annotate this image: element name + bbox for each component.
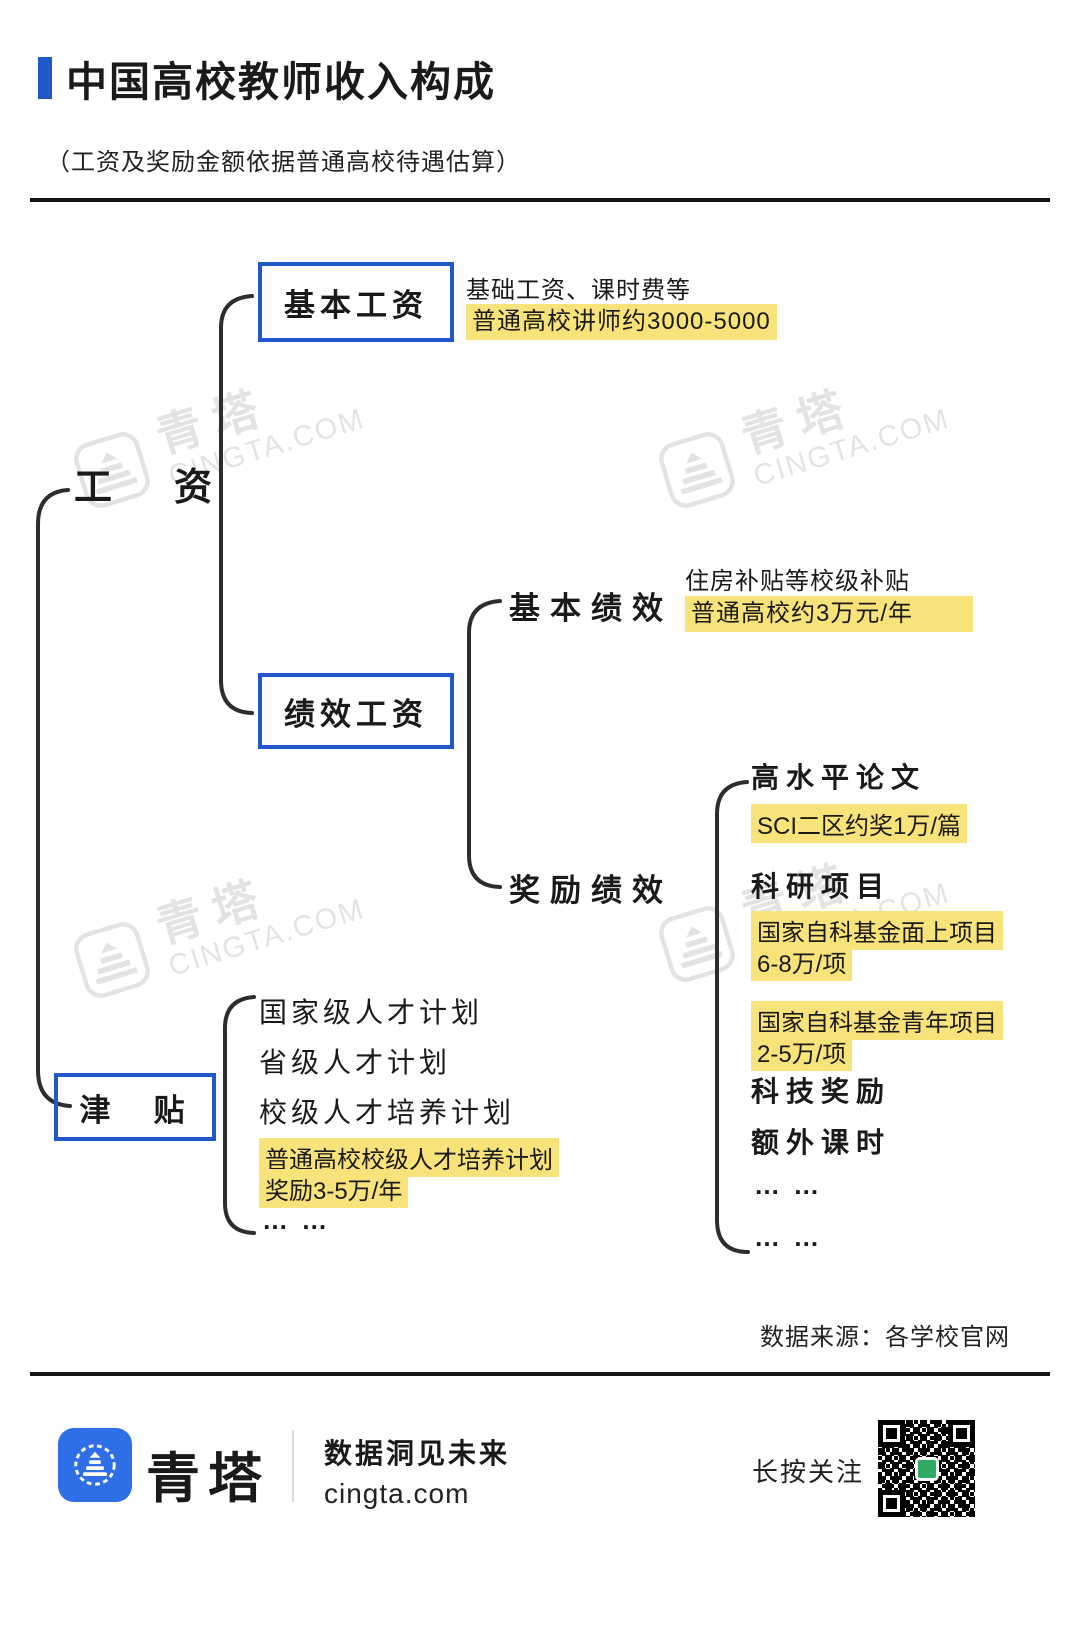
node-reward-performance: 奖励绩效	[509, 873, 673, 908]
basic-salary-highlight: 普通高校讲师约3000-5000	[466, 304, 777, 340]
reward-item: SCI二区约奖1万/篇	[751, 804, 968, 843]
cingta-watermark-logo-icon	[73, 921, 150, 998]
cingta-watermark-logo-icon	[658, 905, 735, 982]
node-basic-salary: 基本工资	[258, 262, 454, 342]
cingta-watermark-logo-icon	[73, 431, 150, 508]
node-performance-salary: 绩效工资	[258, 673, 454, 749]
allowance-item: … …	[262, 1205, 331, 1235]
data-source: 数据来源：各学校官网	[760, 1324, 1010, 1351]
reward-item: 6-8万/项	[751, 942, 853, 981]
qr-center-logo-icon	[914, 1456, 939, 1481]
allowance-item: 省级人才计划	[259, 1047, 452, 1078]
cingta-logo-icon	[74, 1444, 116, 1486]
reward-item: … …	[754, 1170, 823, 1200]
page-title: 中国高校教师收入构成	[66, 59, 496, 105]
page-subtitle: （工资及奖励金额依据普通高校待遇估算）	[46, 149, 521, 176]
bracket-reward	[715, 780, 750, 1254]
watermark: 青塔 CINGTA.COM	[650, 357, 954, 518]
node-salary: 工 资	[74, 467, 225, 509]
follow-hint: 长按关注	[752, 1457, 865, 1487]
qr-finder-icon	[878, 1420, 905, 1447]
reward-item: 高水平论文	[751, 762, 927, 793]
title-accent-bar	[38, 57, 52, 99]
cingta-watermark-logo-icon	[658, 431, 735, 508]
node-allowance: 津 贴	[54, 1073, 216, 1141]
reward-item: 科技奖励	[751, 1076, 892, 1107]
allowance-item: 国家级人才计划	[259, 997, 484, 1028]
node-basic-performance: 基本绩效	[509, 591, 673, 626]
footer-divider	[292, 1430, 294, 1502]
watermark: 青塔 CINGTA.COM	[65, 357, 369, 518]
watermark: 青塔 CINGTA.COM	[650, 831, 954, 992]
bottom-divider	[30, 1372, 1050, 1376]
watermark: 青塔 CINGTA.COM	[65, 847, 369, 1008]
allowance-item: 校级人才培养计划	[259, 1097, 516, 1128]
qr-code	[878, 1420, 975, 1517]
qr-finder-icon	[948, 1420, 975, 1447]
qr-finder-icon	[878, 1490, 905, 1517]
brand-website: cingta.com	[324, 1478, 470, 1509]
basic-performance-highlight: 普通高校约3万元/年	[685, 596, 974, 632]
bracket-root	[36, 488, 72, 1108]
basic-salary-note: 基础工资、课时费等	[466, 277, 691, 304]
reward-item: 科研项目	[751, 871, 892, 902]
reward-item: … …	[754, 1222, 823, 1252]
bracket-performance	[467, 599, 502, 889]
basic-performance-note: 住房补贴等校级补贴	[685, 568, 910, 595]
brand-slogan: 数据洞见未来	[324, 1438, 511, 1469]
top-divider	[30, 198, 1050, 202]
cingta-logo	[58, 1428, 132, 1502]
brand-name: 青塔	[146, 1449, 270, 1509]
reward-item: 额外课时	[751, 1127, 892, 1158]
allowance-item: 奖励3-5万/年	[259, 1169, 409, 1208]
reward-item: 2-5万/项	[751, 1032, 853, 1071]
bracket-salary	[219, 294, 254, 715]
bracket-allowance	[223, 995, 256, 1235]
